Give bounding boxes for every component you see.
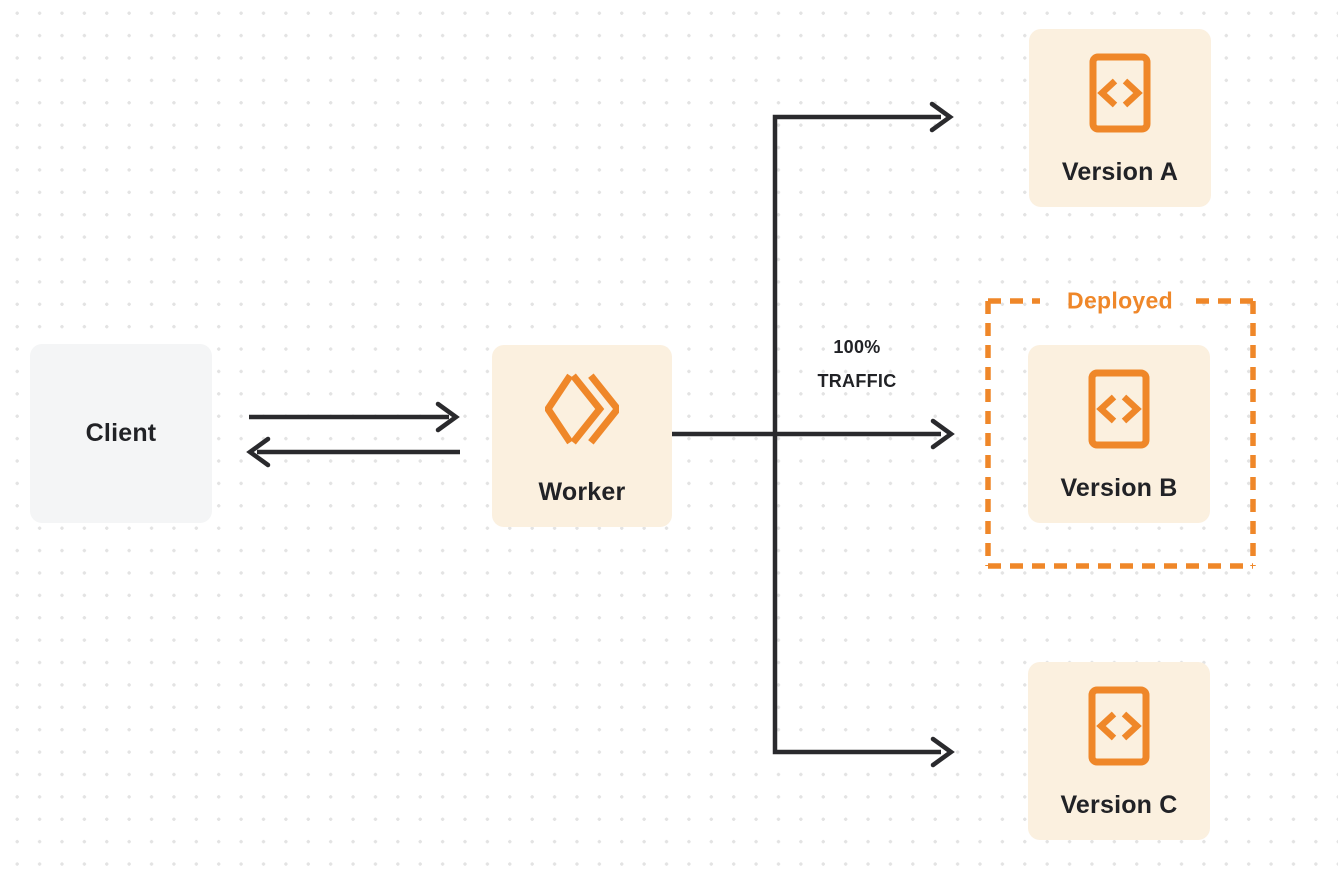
workers-logo-icon [545, 373, 619, 445]
traffic-annotation: 100% TRAFFIC [817, 330, 896, 398]
code-file-icon [1088, 686, 1150, 766]
node-version-c: Version C [1028, 662, 1210, 840]
traffic-annotation-line1: 100% [833, 337, 881, 357]
code-file-icon [1089, 53, 1151, 133]
node-version-a-label: Version A [1061, 158, 1179, 186]
node-version-a: Version A [1029, 29, 1211, 207]
node-client: Client [30, 344, 212, 523]
node-version-b-label: Version B [1060, 474, 1178, 502]
arrow-version-c-head [930, 736, 955, 768]
traffic-annotation-line2: TRAFFIC [817, 371, 897, 391]
arrow-version-b-head [930, 418, 955, 450]
node-worker-label: Worker [538, 478, 626, 506]
node-client-label: Client [85, 419, 157, 447]
node-version-b: Version B [1028, 345, 1210, 523]
code-file-icon [1088, 369, 1150, 449]
arrow-client-to-worker-head [435, 401, 460, 433]
arrow-version-a-head [929, 101, 954, 133]
deployed-region-label: Deployed [1067, 287, 1173, 314]
node-worker: Worker [492, 345, 672, 527]
client-worker-arrows [246, 401, 460, 468]
arrow-worker-to-client-head [246, 436, 271, 468]
node-version-c-label: Version C [1060, 791, 1178, 819]
worker-fanout-arrows [672, 101, 955, 768]
fanout-trunk [772, 114, 941, 755]
